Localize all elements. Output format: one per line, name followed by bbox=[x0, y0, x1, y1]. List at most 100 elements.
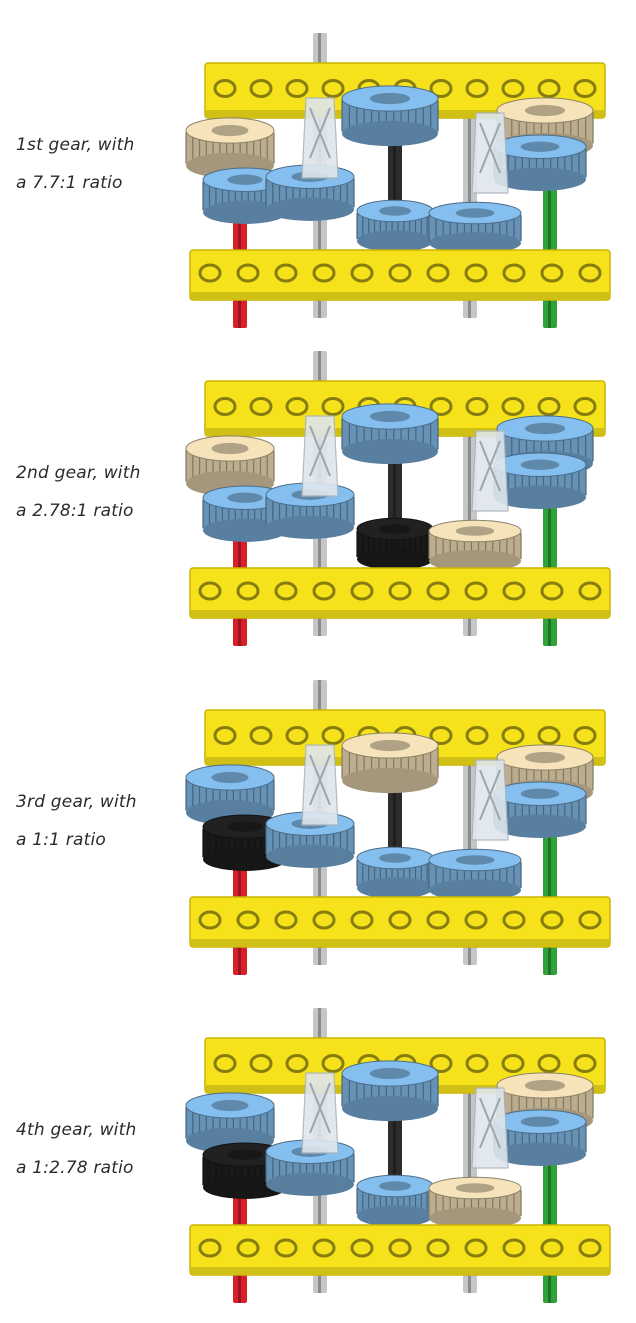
beam-hole bbox=[578, 263, 602, 283]
beam-hole bbox=[249, 79, 273, 98]
beam-hole bbox=[464, 910, 488, 930]
output-axle-green bbox=[543, 168, 557, 328]
output-axle-green bbox=[543, 486, 557, 646]
beam-hole bbox=[249, 397, 273, 416]
bottom-beam bbox=[189, 1224, 611, 1276]
beam-hole bbox=[573, 726, 597, 745]
beam-hole bbox=[426, 263, 450, 283]
bottom-beam bbox=[189, 567, 611, 619]
beam-hole bbox=[537, 1054, 561, 1073]
beam-hole bbox=[213, 726, 237, 745]
caption-ratio: a 1:1 ratio bbox=[16, 830, 106, 850]
beam-hole bbox=[285, 726, 309, 745]
beam-hole bbox=[426, 1238, 450, 1258]
beam-hole bbox=[350, 263, 374, 283]
beam-hole bbox=[213, 397, 237, 416]
gear-right-lower bbox=[428, 1176, 522, 1229]
beam-hole bbox=[537, 726, 561, 745]
beam-hole bbox=[388, 581, 412, 601]
beam-hole bbox=[464, 1238, 488, 1258]
beam-hole bbox=[198, 910, 222, 930]
clutch-left bbox=[301, 1072, 339, 1154]
clutch-right bbox=[471, 112, 509, 194]
beam-hole bbox=[501, 1054, 525, 1073]
beam-hole bbox=[312, 1238, 336, 1258]
beam-hole bbox=[312, 581, 336, 601]
clutch-right bbox=[471, 1087, 509, 1169]
gear-right-output bbox=[493, 134, 587, 191]
beam-hole bbox=[429, 397, 453, 416]
beam-hole bbox=[502, 263, 526, 283]
beam-hole bbox=[502, 1238, 526, 1258]
beam-hole bbox=[501, 397, 525, 416]
caption-ratio: a 1:2.78 ratio bbox=[16, 1158, 134, 1178]
beam-hole bbox=[213, 1054, 237, 1073]
gear-mid-upper bbox=[341, 85, 439, 147]
gear-mid-upper bbox=[341, 732, 439, 794]
gear-mid-lower bbox=[356, 846, 434, 899]
gear-mid-upper bbox=[341, 403, 439, 465]
clutch-right bbox=[471, 430, 509, 512]
gearbox-diagram bbox=[185, 680, 611, 975]
beam-hole bbox=[321, 397, 345, 416]
beam-hole bbox=[388, 910, 412, 930]
caption-title: 3rd gear, with bbox=[16, 792, 137, 812]
beam-hole bbox=[537, 79, 561, 98]
caption-title: 4th gear, with bbox=[16, 1120, 137, 1140]
caption-4th-gear: 4th gear, with a 1:2.78 ratio bbox=[16, 1111, 186, 1187]
beam-hole bbox=[578, 910, 602, 930]
beam-hole bbox=[198, 581, 222, 601]
beam-hole bbox=[465, 397, 489, 416]
beam-hole bbox=[321, 726, 345, 745]
beam-hole bbox=[350, 1238, 374, 1258]
beam-hole bbox=[236, 263, 260, 283]
beam-hole bbox=[464, 263, 488, 283]
caption-title: 2nd gear, with bbox=[16, 463, 141, 483]
beam-hole bbox=[236, 910, 260, 930]
gear-mid-upper bbox=[341, 1060, 439, 1122]
beam-hole bbox=[285, 1054, 309, 1073]
beam-hole bbox=[350, 910, 374, 930]
beam-hole bbox=[429, 1054, 453, 1073]
beam-hole bbox=[501, 726, 525, 745]
beam-hole bbox=[198, 263, 222, 283]
beam-hole bbox=[274, 263, 298, 283]
beam-hole bbox=[540, 263, 564, 283]
bottom-beam bbox=[189, 896, 611, 948]
output-axle-green bbox=[543, 1143, 557, 1303]
bottom-beam bbox=[189, 249, 611, 301]
beam-hole bbox=[578, 581, 602, 601]
beam-hole bbox=[465, 726, 489, 745]
beam-hole bbox=[388, 1238, 412, 1258]
beam-hole bbox=[429, 79, 453, 98]
gear-right-output bbox=[493, 1109, 587, 1166]
output-axle-green bbox=[543, 815, 557, 975]
beam-hole bbox=[388, 263, 412, 283]
beam-hole bbox=[429, 726, 453, 745]
beam-hole bbox=[274, 1238, 298, 1258]
beam-hole bbox=[537, 397, 561, 416]
panel-2nd-gear: 2nd gear, with a 2.78:1 ratio bbox=[0, 336, 636, 666]
beam-hole bbox=[540, 1238, 564, 1258]
beam-hole bbox=[426, 910, 450, 930]
clutch-left bbox=[301, 97, 339, 179]
caption-2nd-gear: 2nd gear, with a 2.78:1 ratio bbox=[16, 454, 186, 530]
beam-hole bbox=[312, 910, 336, 930]
caption-ratio: a 2.78:1 ratio bbox=[16, 501, 134, 521]
gearbox-diagram bbox=[185, 1008, 611, 1303]
gearbox-diagram bbox=[185, 351, 611, 646]
gear-right-lower bbox=[428, 519, 522, 572]
panel-1st-gear: 1st gear, with a 7.7:1 ratio bbox=[0, 8, 636, 338]
beam-hole bbox=[426, 581, 450, 601]
beam-hole bbox=[465, 79, 489, 98]
beam-hole bbox=[502, 581, 526, 601]
caption-title: 1st gear, with bbox=[16, 135, 135, 155]
gearbox-diagram bbox=[185, 33, 611, 328]
gear-mid-lower bbox=[356, 517, 434, 570]
panel-4th-gear: 4th gear, with a 1:2.78 ratio bbox=[0, 993, 636, 1323]
gear-right-lower bbox=[428, 848, 522, 901]
beam-hole bbox=[249, 1054, 273, 1073]
panel-3rd-gear: 3rd gear, with a 1:1 ratio bbox=[0, 665, 636, 995]
caption-ratio: a 7.7:1 ratio bbox=[16, 173, 123, 193]
beam-hole bbox=[198, 1238, 222, 1258]
